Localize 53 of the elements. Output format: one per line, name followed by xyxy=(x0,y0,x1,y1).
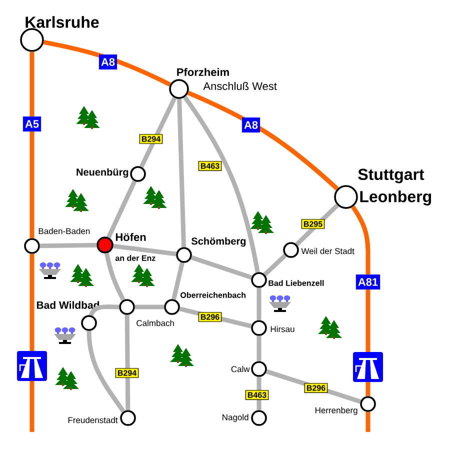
road-line xyxy=(266,369,362,404)
town-name: Bad Liebenzell xyxy=(268,280,324,286)
town-name: an der Enz xyxy=(115,255,156,261)
town-name: Hirsau xyxy=(270,326,294,332)
road-line xyxy=(256,376,262,410)
road-line xyxy=(113,244,176,256)
road-line xyxy=(104,252,126,302)
town-name: Anschluß West xyxy=(203,82,277,90)
road-line xyxy=(256,288,262,320)
town-name: Nagold xyxy=(222,414,248,422)
road-line xyxy=(256,336,262,362)
town-name: Neuenbürg xyxy=(76,168,128,178)
road-number-badge: A5 xyxy=(22,116,42,132)
road-number-badge: A81 xyxy=(356,274,380,290)
road-number-badge: B463 xyxy=(198,161,222,171)
town-name: Karlsruhe xyxy=(26,16,99,28)
motorway-line xyxy=(187,90,339,191)
road-line xyxy=(88,304,120,316)
town-name: Baden-Baden xyxy=(38,228,90,234)
road-number-badge: B294 xyxy=(139,134,163,144)
town-name: Höfen xyxy=(116,232,146,242)
town-name: Schömberg xyxy=(191,237,246,247)
road-line xyxy=(134,304,164,310)
road-line xyxy=(40,242,97,248)
road-number-badge: B296 xyxy=(198,312,222,322)
road-line xyxy=(139,96,177,168)
road-line xyxy=(172,262,184,300)
motorway-line xyxy=(43,40,172,87)
town-name: Calmbach xyxy=(136,320,174,326)
road-number-badge: B463 xyxy=(245,390,269,400)
road-line xyxy=(124,314,130,410)
town-name: Freudenstadt xyxy=(68,416,118,424)
road-line xyxy=(106,180,137,238)
road-line xyxy=(182,96,260,273)
road-line xyxy=(86,330,126,413)
town-name: Oberreichenbach xyxy=(180,292,246,298)
town-name: Calw xyxy=(231,366,250,372)
motorway-line xyxy=(366,412,370,432)
town-name: Leonberg xyxy=(360,190,432,206)
town-name: Pforzheim xyxy=(177,68,229,76)
road-line xyxy=(295,204,339,246)
road-line xyxy=(177,98,186,248)
town-name: Weil der Stadt xyxy=(301,248,354,254)
road-number-badge: A8 xyxy=(242,118,260,132)
road-line xyxy=(263,254,287,276)
road-number-badge: B296 xyxy=(304,383,328,393)
road-number-badge: B295 xyxy=(301,219,325,229)
road-number-badge: A8 xyxy=(98,54,118,70)
road-line xyxy=(190,255,252,280)
road-number-badge: B294 xyxy=(115,368,139,378)
motorway-line xyxy=(30,52,34,238)
town-name: Herrenberg xyxy=(316,407,358,415)
town-name: Stuttgart xyxy=(358,168,424,184)
